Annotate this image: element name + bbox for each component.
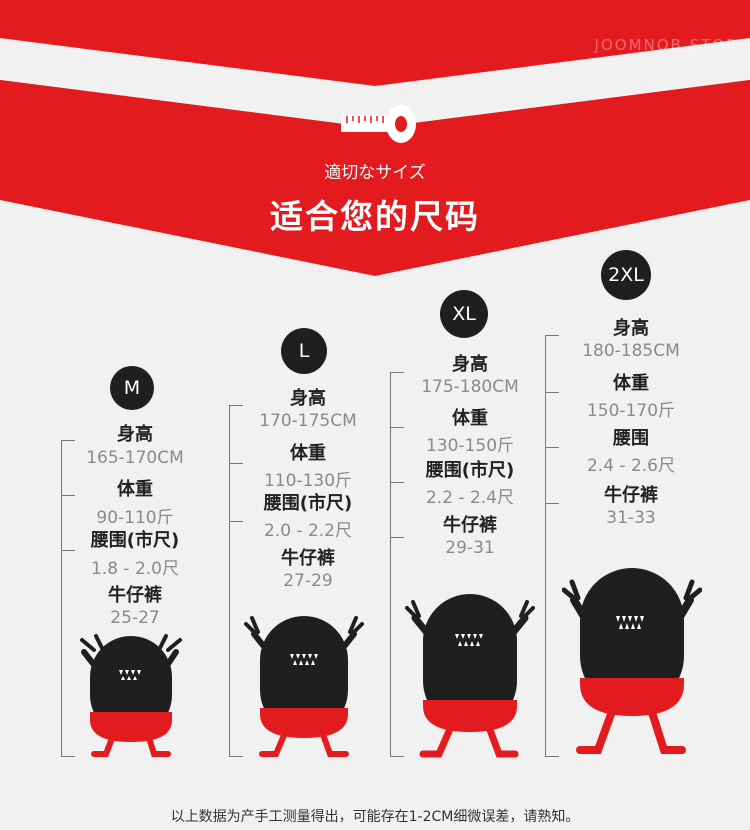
value-height: 180-185CM [582, 341, 680, 361]
store-watermark: JOOMNOB STORE [594, 36, 750, 54]
size-badge-m: M [110, 366, 154, 410]
ruler-tick [61, 756, 75, 757]
value-height: 175-180CM [421, 377, 519, 397]
ruler-tick [545, 756, 559, 757]
ruler-tick [229, 521, 243, 522]
value-jeans: 25-27 [110, 608, 160, 628]
ruler-line [229, 405, 230, 756]
ruler-tick [390, 756, 404, 757]
banner-notch [0, 0, 750, 280]
ruler-tick [229, 463, 243, 464]
label-jeans: 牛仔裤 [108, 585, 162, 606]
label-height: 身高 [290, 388, 326, 409]
label-waist: 腰围(市尺) [425, 460, 515, 481]
label-weight: 体重 [452, 408, 488, 429]
label-jeans: 牛仔裤 [604, 485, 658, 506]
mascot-2xl [562, 568, 702, 754]
value-height: 170-175CM [259, 411, 357, 431]
value-height: 165-170CM [86, 448, 184, 468]
value-jeans: 31-33 [606, 508, 656, 528]
label-weight: 体重 [613, 373, 649, 394]
ruler-tick [390, 537, 404, 538]
ruler-tick [61, 495, 75, 496]
value-waist: 2.4 - 2.6尺 [586, 456, 675, 476]
mascot-m [80, 634, 182, 757]
ruler-tick [229, 756, 243, 757]
value-weight: 110-130斤 [263, 471, 353, 491]
ruler-tick [545, 392, 559, 393]
value-jeans: 29-31 [445, 538, 495, 558]
size-badge-xl: XL [440, 290, 488, 338]
ruler-tick [545, 335, 559, 336]
label-waist: 腰围(市尺) [263, 493, 353, 514]
value-weight: 150-170斤 [586, 401, 676, 421]
footer-note: 以上数据为产手工测量得出，可能存在1-2CM细微误差，请熟知。 [170, 809, 580, 825]
size-badge-2xl: 2XL [601, 250, 651, 300]
mascot-l [244, 616, 364, 757]
ruler-tick [61, 440, 75, 441]
value-weight: 90-110斤 [96, 508, 174, 528]
ruler-tick [229, 405, 243, 406]
label-waist: 腰围 [613, 428, 649, 449]
label-jeans: 牛仔裤 [281, 548, 335, 569]
ruler-line [61, 440, 62, 756]
label-height: 身高 [117, 424, 153, 445]
value-waist: 2.0 - 2.2尺 [263, 521, 352, 541]
label-height: 身高 [613, 318, 649, 339]
measuring-tape-icon [341, 105, 416, 143]
ruler-tick [390, 372, 404, 373]
ruler-line [390, 372, 391, 756]
size-badge-l: L [281, 328, 327, 374]
label-weight: 体重 [117, 479, 153, 500]
ruler-tick [545, 503, 559, 504]
ruler-tick [545, 447, 559, 448]
mascot-xl [405, 594, 535, 758]
value-waist: 1.8 - 2.0尺 [90, 559, 179, 579]
label-waist: 腰围(市尺) [90, 530, 180, 551]
label-weight: 体重 [290, 443, 326, 464]
label-height: 身高 [452, 354, 488, 375]
label-jeans: 牛仔裤 [443, 515, 497, 536]
ruler-tick [61, 550, 75, 551]
header-subtitle: 適切なサイズ [324, 163, 426, 183]
value-waist: 2.2 - 2.4尺 [425, 488, 514, 508]
page-title: 适合您的尺码 [270, 197, 480, 236]
ruler-line [545, 335, 546, 756]
value-weight: 130-150斤 [425, 436, 515, 456]
ruler-tick [390, 482, 404, 483]
ruler-tick [390, 427, 404, 428]
value-jeans: 27-29 [283, 571, 333, 591]
